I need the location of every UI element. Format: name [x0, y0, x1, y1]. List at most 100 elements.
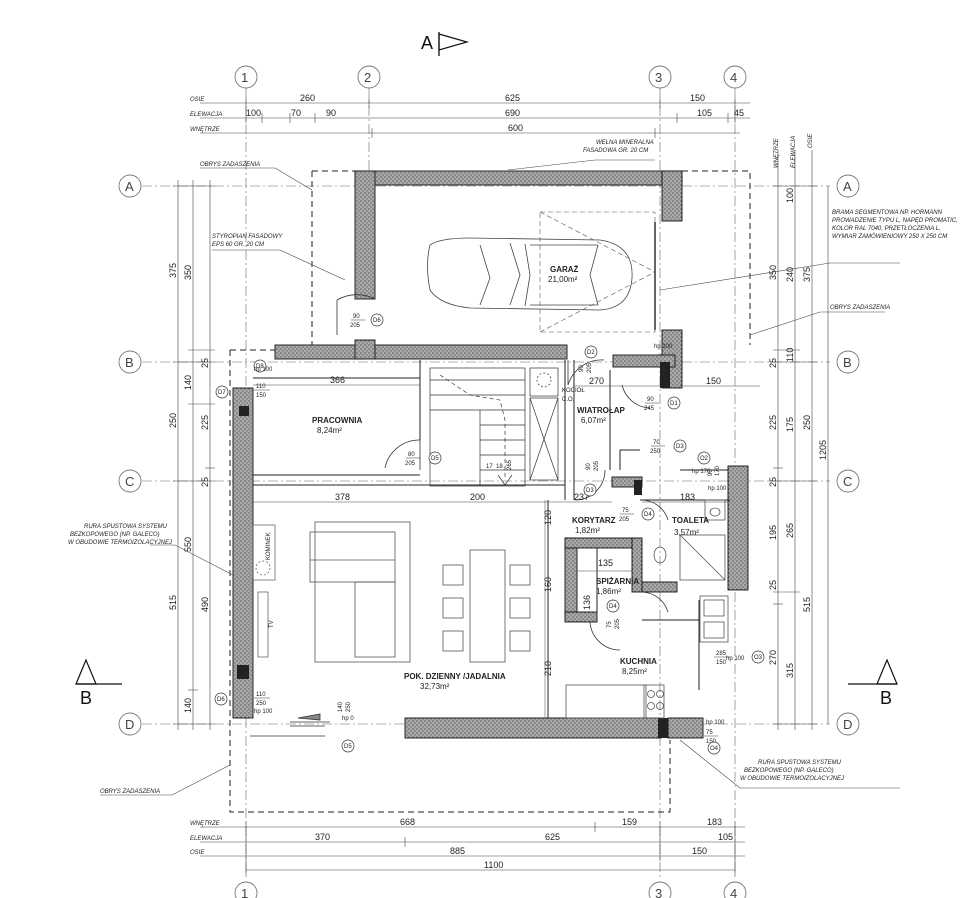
- dim-left-middle: 140: [183, 698, 193, 713]
- annotation-styropian: STYROPIAN FASADOWY EPS 60 GR. 20 CM: [212, 234, 283, 248]
- right-label-wnetrze: WNĘTRZE: [774, 137, 780, 168]
- section-marker-right: B: [848, 658, 898, 708]
- opening-tag: 90 205 D2: [579, 345, 598, 373]
- roof-outline: [229, 170, 751, 813]
- opening-code: D3: [586, 488, 594, 494]
- dim-right-middle: 175: [785, 417, 795, 432]
- axis-label: B: [125, 355, 134, 370]
- dim-left-middle: 550: [183, 537, 193, 552]
- opening-tags: 90 205 D6 90 205 D2 90 245 D1 70 250 D3: [214, 313, 765, 755]
- dim-top-osie: 625: [505, 93, 520, 103]
- room-area-korytarz: 1,82m²: [575, 526, 600, 535]
- annotation-obrys-top-left: OBRYS ZADASZENIA: [200, 162, 260, 168]
- dim-left-inner: 490: [200, 597, 210, 612]
- hp-tag: hp 100: [708, 486, 727, 492]
- wall-b-right: [612, 354, 676, 368]
- right-label-osie: OSIE: [808, 133, 814, 148]
- note-line: RURA SPUSTOWA SYSTEMU: [84, 524, 168, 530]
- opening-height: 250: [256, 701, 267, 707]
- opening-width: 110: [256, 384, 266, 390]
- room-area-wiatrolap: 6,07m²: [581, 416, 606, 425]
- dim-right-middle: 110: [785, 348, 795, 362]
- dim-right-outer: 250: [802, 415, 812, 430]
- axis-label: 2: [364, 70, 371, 85]
- dim-left-middle: 350: [183, 265, 193, 280]
- note-line: BEZKOPOWEGO (NP. GALECO): [744, 768, 834, 774]
- dim-right-inner: 225: [768, 415, 778, 430]
- axis-bubble-4-top: 4: [723, 65, 747, 89]
- dim-left-outer: 375: [168, 263, 178, 278]
- axis-label: 3: [655, 70, 662, 85]
- note-line: W OBUDOWIE TERMOIZOLACYJNEJ: [68, 540, 173, 546]
- opening-tag: 75 150 O4: [704, 730, 721, 755]
- row-label-osie-top: OSIE: [190, 97, 205, 103]
- opening-height: 150: [256, 393, 267, 399]
- dim-bottom-elewacja: 370: [315, 832, 330, 842]
- axis-label: D: [125, 717, 134, 732]
- dim-salon-width: 378: [335, 492, 350, 502]
- dim-top-elewacja: 90: [326, 108, 336, 118]
- wall-columns: [237, 362, 670, 738]
- dim-right-inner: 25: [768, 477, 778, 487]
- dim-spizarnia-width: 135: [598, 558, 613, 568]
- dim-right-outer: 375: [802, 267, 812, 282]
- room-area-spizarnia: 1,86m²: [596, 587, 621, 596]
- room-area-garaz: 21,00m²: [548, 275, 578, 284]
- car-icon: [427, 237, 633, 311]
- opening-code: D1: [670, 401, 678, 407]
- opening-code: D8: [256, 364, 264, 370]
- axis-bubble-C-left: C: [118, 469, 142, 493]
- dim-v120: 120: [543, 510, 553, 525]
- axis-bubble-B-right: B: [836, 350, 860, 374]
- dim-183: 183: [680, 492, 695, 502]
- opening-height: 205: [615, 618, 621, 629]
- stair-dim: 18: [496, 464, 503, 470]
- hp-tag: hp 0: [342, 716, 354, 722]
- opening-tag: 70 250 D3: [650, 439, 687, 455]
- opening-code: D5: [431, 456, 439, 462]
- room-area-pracownia: 8,24m²: [317, 426, 342, 435]
- wall-south-main: [404, 717, 662, 739]
- pantry-wall-left: [564, 537, 578, 621]
- hp-tag: hp 100: [254, 367, 273, 373]
- axis-label: 4: [730, 70, 737, 85]
- opening-tag: 75 205 D4: [606, 599, 621, 629]
- opening-height: 205: [405, 461, 416, 467]
- wall-east-toilet: [727, 465, 749, 591]
- opening-tag: 110 150 D8: [253, 359, 270, 399]
- dim-top-osie: 260: [300, 93, 315, 103]
- dim-bottom-elewacja: 105: [718, 832, 733, 842]
- opening-code: D7: [218, 390, 226, 396]
- dim-wiatrolap-width: 270: [589, 376, 604, 386]
- axis-label: C: [843, 474, 852, 489]
- dim-bottom-wnetrze: 159: [622, 817, 637, 827]
- note-line: EPS 60 GR. 20 CM: [212, 242, 264, 248]
- opening-tag: 110 250 D6: [214, 692, 270, 707]
- garage-wall-left: [354, 170, 376, 300]
- top-dimension-chains: [200, 98, 750, 138]
- dim-bottom-osie: 885: [450, 846, 465, 856]
- dim-bottom-wnetrze: 183: [707, 817, 722, 827]
- room-name-korytarz: KORYTARZ: [572, 516, 616, 525]
- dim-left-outer: 250: [168, 413, 178, 428]
- pantry-wall-top: [564, 537, 634, 549]
- hp-tag: hp 170: [692, 469, 711, 475]
- dim-left-outer: 515: [168, 595, 178, 610]
- opening-tag: D7: [215, 385, 229, 399]
- opening-height: 250: [346, 701, 352, 712]
- hp-tag: hp 100: [706, 720, 725, 726]
- kociol-label: KOCIOŁ: [562, 388, 585, 394]
- axis-label: A: [843, 179, 852, 194]
- dim-right-inner: 25: [768, 358, 778, 368]
- dim-bottom-total: 1100: [484, 860, 503, 870]
- note-line: STYROPIAN FASADOWY: [212, 234, 283, 240]
- room-name-toaleta: TOALETA: [672, 516, 709, 525]
- stair-dim: 17: [486, 464, 493, 470]
- opening-code: D3: [676, 444, 684, 450]
- left-dimension-chains: [173, 180, 215, 730]
- dim-right-middle: 265: [785, 523, 795, 538]
- axis-bubble-2-top: 2: [357, 65, 381, 89]
- kitchen-fittings: [565, 595, 729, 719]
- wall-b-mid: [374, 344, 568, 360]
- room-name-spizarnia: SPIŻARNIA: [596, 577, 639, 586]
